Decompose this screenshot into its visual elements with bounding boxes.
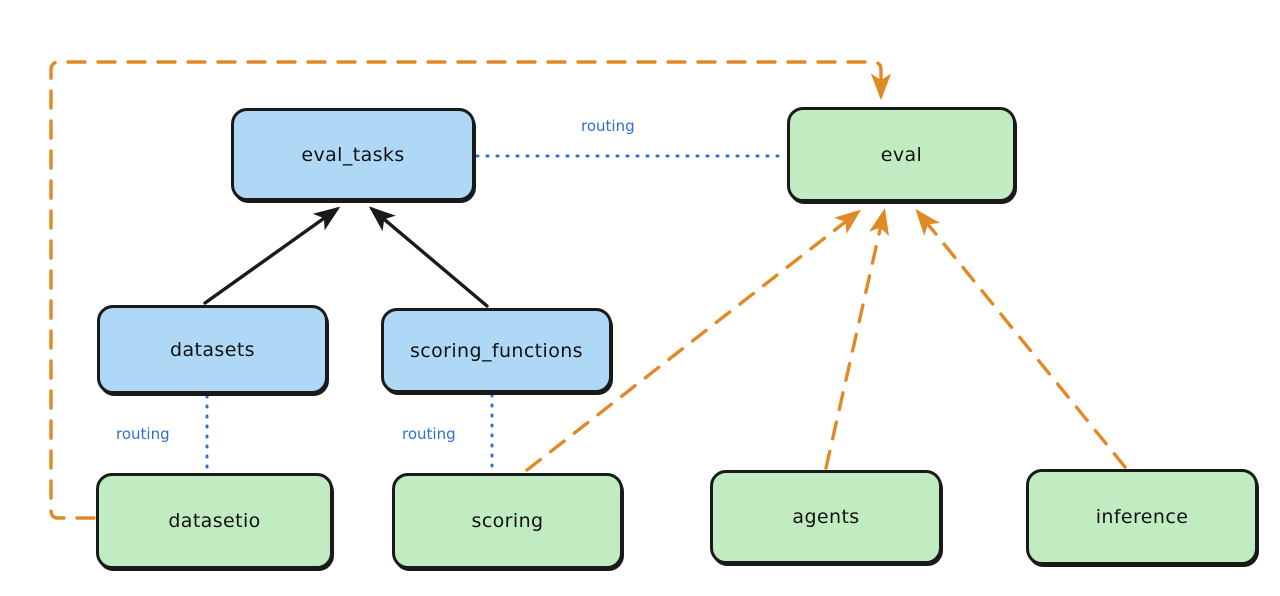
node-scoring[interactable]: scoring <box>392 473 623 569</box>
edge-datasets-to-eval-tasks <box>203 206 341 305</box>
node-label-inference: inference <box>1095 506 1189 528</box>
node-label-scoring-functions: scoring_functions <box>410 339 583 362</box>
edge-label-routing-eval-tasks-eval: routing <box>578 117 638 135</box>
node-eval[interactable]: eval <box>787 107 1016 202</box>
edge-scoring-functions-to-eval-tasks <box>368 206 489 308</box>
edge-agents-to-eval <box>824 208 889 470</box>
node-label-agents: agents <box>792 506 860 528</box>
node-inference[interactable]: inference <box>1026 469 1258 565</box>
node-label-datasets: datasets <box>170 338 255 361</box>
node-label-eval-tasks: eval_tasks <box>301 143 405 166</box>
node-label-eval: eval <box>880 143 923 166</box>
node-agents[interactable]: agents <box>710 470 942 564</box>
edge-label-routing-datasets-datasetio: routing <box>113 425 173 443</box>
node-datasetio[interactable]: datasetio <box>96 473 333 569</box>
node-label-datasetio: datasetio <box>168 510 261 532</box>
node-eval-tasks[interactable]: eval_tasks <box>231 108 475 201</box>
edge-inference-to-eval <box>915 208 1127 469</box>
edge-label-routing-scoring-functions-scoring: routing <box>399 425 459 443</box>
node-label-scoring: scoring <box>471 510 544 532</box>
node-scoring-functions[interactable]: scoring_functions <box>381 308 612 393</box>
node-datasets[interactable]: datasets <box>97 305 328 394</box>
